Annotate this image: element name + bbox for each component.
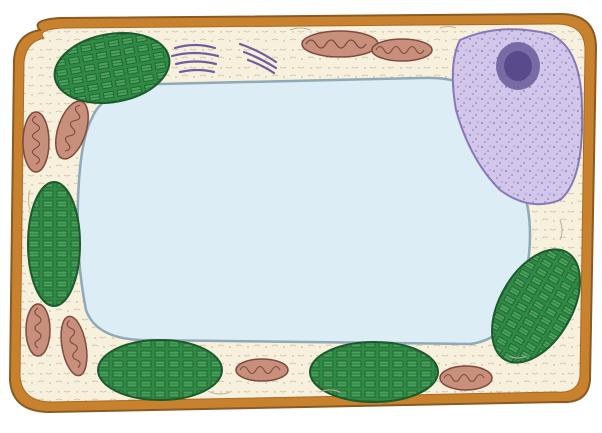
mitochondrion [440, 366, 492, 390]
mitochondrion [372, 39, 432, 61]
chloroplast [28, 182, 80, 306]
mitochondrion [302, 31, 378, 57]
mitochondrion [26, 304, 50, 356]
chloroplast [310, 342, 438, 402]
mitochondrion [23, 112, 49, 172]
mitochondrion [236, 359, 288, 381]
chloroplast [98, 340, 222, 400]
